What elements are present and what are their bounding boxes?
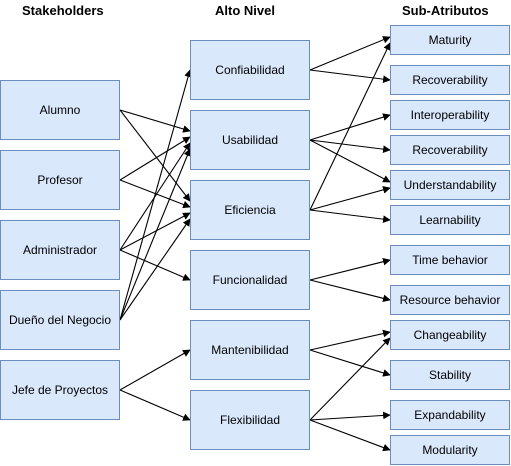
node-recoverability-2[interactable]: Recoverability [390,135,510,165]
node-time-behavior[interactable]: Time behavior [390,245,510,275]
edge-funcionalidad-to-resource_behavior [309,279,391,303]
edge-administrador-to-eficiencia [119,212,191,251]
node-expandability[interactable]: Expandability [390,400,510,430]
edge-jefe-to-mantenibilidad [119,349,191,391]
node-confiabilidad[interactable]: Confiabilidad [190,40,310,100]
edge-dueno-to-eficiencia [119,218,191,321]
node-dueno-del-negocio[interactable]: Dueño del Negocio [0,290,120,350]
edge-alumno-to-usabilidad [119,109,191,133]
node-alumno[interactable]: Alumno [0,80,120,140]
edge-jefe-to-flexibilidad [119,389,191,421]
edge-flexibilidad-to-expandability [309,411,391,421]
edge-flexibilidad-to-changeability [309,337,391,421]
edge-eficiencia-to-maturity [309,42,391,211]
edge-profesor-to-usabilidad [119,136,191,181]
node-administrador[interactable]: Administrador [0,220,120,280]
header-stakeholders: Stakeholders [22,3,104,18]
node-usabilidad[interactable]: Usabilidad [190,110,310,170]
node-eficiencia[interactable]: Eficiencia [190,180,310,240]
edge-eficiencia-to-understandability [309,186,391,211]
edge-administrador-to-funcionalidad [119,249,191,281]
node-mantenibilidad[interactable]: Mantenibilidad [190,320,310,380]
edge-mantenibilidad-to-changeability [309,329,391,351]
edge-mantenibilidad-to-stability [309,349,391,377]
node-recoverability[interactable]: Recoverability [390,65,510,95]
node-jefe-de-proyectos[interactable]: Jefe de Proyectos [0,360,120,420]
node-understandability[interactable]: Understandability [390,170,510,200]
header-sub-atributos: Sub-Atributos [402,3,489,18]
node-stability[interactable]: Stability [390,360,510,390]
edge-confiabilidad-to-maturity [309,36,391,71]
node-maturity[interactable]: Maturity [390,25,510,55]
edge-dueno-to-confiabilidad [119,69,192,321]
edge-flexibilidad-to-modularity [309,419,391,452]
edge-usabilidad-to-recoverability2 [309,139,391,153]
node-funcionalidad[interactable]: Funcionalidad [190,250,310,310]
edge-eficiencia-to-learnability [309,209,391,223]
node-resource-behavior[interactable]: Resource behavior [390,285,510,315]
node-flexibilidad[interactable]: Flexibilidad [190,390,310,450]
edge-dueno-to-usabilidad [119,148,191,321]
edge-usabilidad-to-understandability [309,139,391,183]
node-modularity[interactable]: Modularity [390,435,510,465]
node-profesor[interactable]: Profesor [0,150,120,210]
edge-confiabilidad-to-recoverability1 [309,69,391,83]
node-changeability[interactable]: Changeability [390,320,510,350]
header-alto-nivel: Alto Nivel [215,3,275,18]
edge-funcionalidad-to-time_behavior [309,257,391,281]
node-interoperability[interactable]: Interoperability [390,100,510,130]
edge-alumno-to-eficiencia [119,109,191,202]
node-learnability[interactable]: Learnability [390,205,510,235]
